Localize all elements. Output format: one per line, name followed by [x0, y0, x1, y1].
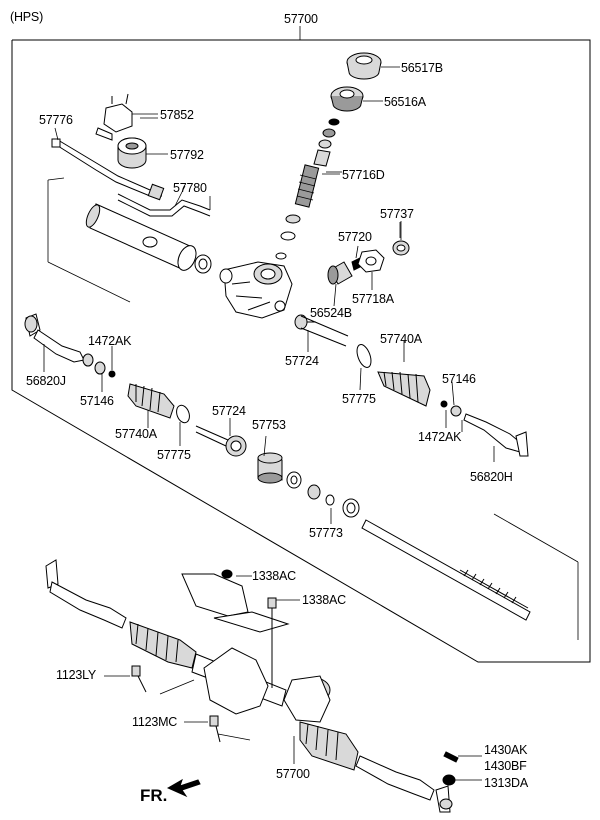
assembly-number-bottom[interactable]: 57700	[276, 767, 310, 781]
part-label-57776[interactable]: 57776	[39, 113, 73, 127]
part-label-1338AC-b[interactable]: 1338AC	[302, 593, 346, 607]
part-tie-rod-end-left	[24, 313, 85, 372]
part-label-56820H[interactable]: 56820H	[470, 470, 513, 484]
part-label-57146-left[interactable]: 57146	[80, 394, 114, 408]
assembled-steering-gear	[45, 559, 482, 813]
part-label-1430AK[interactable]: 1430AK	[484, 743, 528, 757]
part-label-56517B[interactable]: 56517B	[401, 61, 443, 75]
part-boot-left	[127, 383, 190, 446]
part-pinion-stack	[275, 118, 342, 260]
part-label-57716D[interactable]: 57716D	[342, 168, 385, 182]
part-boot-right	[356, 341, 431, 407]
part-57852-bracket	[95, 93, 158, 141]
part-label-57724-left[interactable]: 57724	[212, 404, 246, 418]
part-inner-tierod-right	[294, 314, 349, 352]
part-label-1123MC[interactable]: 1123MC	[132, 715, 178, 729]
part-label-57852[interactable]: 57852	[160, 108, 194, 122]
part-label-57718A[interactable]: 57718A	[352, 292, 394, 306]
part-label-57753[interactable]: 57753	[252, 418, 286, 432]
part-label-57775-right[interactable]: 57775	[342, 392, 376, 406]
part-left-nuts	[82, 346, 116, 392]
part-label-56516A[interactable]: 56516A	[384, 95, 426, 109]
part-label-1472AK-left[interactable]: 1472AK	[88, 334, 132, 348]
part-valve-body	[219, 261, 293, 319]
part-label-57775-left[interactable]: 57775	[157, 448, 191, 462]
part-rack-seals	[257, 435, 360, 524]
part-label-56820J[interactable]: 56820J	[26, 374, 66, 388]
part-label-57773[interactable]: 57773	[309, 526, 343, 540]
part-57792-bush	[117, 137, 168, 169]
part-label-56524B[interactable]: 56524B	[310, 306, 352, 320]
part-label-57792[interactable]: 57792	[170, 148, 204, 162]
part-label-57724-right[interactable]: 57724	[285, 354, 319, 368]
part-label-1123LY[interactable]: 1123LY	[56, 668, 97, 682]
part-label-57780[interactable]: 57780	[173, 181, 207, 195]
part-tie-rod-end-right	[440, 381, 529, 462]
part-rack-housing	[47, 177, 212, 303]
part-label-57740A-right[interactable]: 57740A	[380, 332, 422, 346]
part-label-57740A-left[interactable]: 57740A	[115, 427, 157, 441]
part-rack-bar	[361, 513, 579, 640]
part-label-57737[interactable]: 57737	[380, 207, 414, 221]
part-adjuster-group	[327, 221, 410, 307]
part-label-57146-right[interactable]: 57146	[442, 372, 476, 386]
part-56516A-bearing	[330, 86, 383, 112]
part-label-1338AC-a[interactable]: 1338AC	[252, 569, 296, 583]
part-label-1430BF[interactable]: 1430BF	[484, 759, 527, 773]
part-inner-tierod-left	[195, 418, 247, 457]
part-56517B-cap	[346, 52, 400, 80]
front-marker: FR.	[140, 786, 168, 805]
part-label-1313DA[interactable]: 1313DA	[484, 776, 528, 790]
part-57776-57780-pipes	[51, 127, 211, 217]
variant-label: (HPS)	[10, 10, 44, 24]
assembly-number-top: 57700	[284, 12, 318, 26]
part-label-57720[interactable]: 57720	[338, 230, 372, 244]
front-direction-arrow	[166, 778, 201, 798]
assembly-frame	[11, 26, 591, 663]
part-label-1472AK-right[interactable]: 1472AK	[418, 430, 462, 444]
label-leaders	[140, 117, 463, 432]
